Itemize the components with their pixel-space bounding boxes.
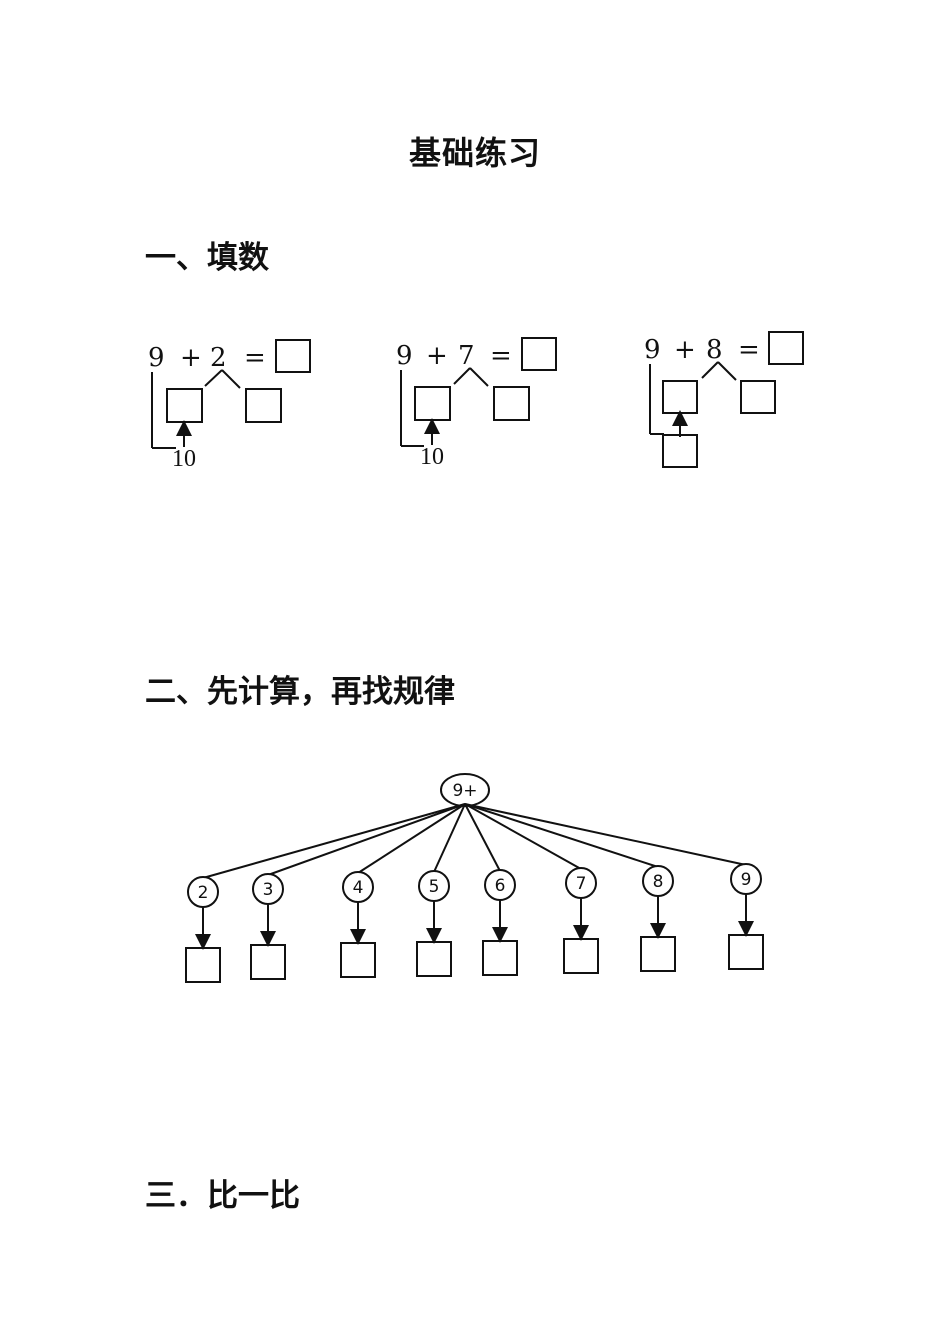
- problem-1-ten-label: 10: [172, 446, 196, 472]
- tree-node-label-4: 4: [353, 878, 364, 898]
- problem-3-split-right: [717, 361, 737, 381]
- tree-branch-5: [433, 803, 466, 873]
- tree-root-label: 9+: [452, 781, 477, 801]
- problem-1-addend-a: 9: [148, 343, 165, 373]
- tree-node-label-6: 6: [495, 876, 506, 896]
- problem-1-equals: =: [244, 343, 266, 373]
- problem-3-operator: +: [674, 335, 696, 365]
- problem-2: 9 + 7 = 10: [396, 337, 557, 470]
- problem-2-split-left: [453, 367, 471, 385]
- problem-3: 9 + 8 =: [644, 331, 804, 468]
- tree-answer-box-5[interactable]: [416, 941, 452, 977]
- tree-branch-6: [464, 803, 501, 872]
- problem-3-split-box-left[interactable]: [662, 380, 698, 414]
- problem-2-addend-b: 7: [458, 341, 475, 371]
- tree-node-label-2: 2: [198, 883, 209, 903]
- tree-branch-4: [357, 803, 466, 874]
- page-title: 基础练习: [408, 134, 541, 172]
- problem-1-split-box-left[interactable]: [166, 388, 203, 423]
- tree-answer-box-2[interactable]: [185, 947, 221, 983]
- problem-2-ten-label: 10: [420, 444, 444, 470]
- tree-node-label-7: 7: [576, 874, 587, 894]
- problem-3-split-box-right[interactable]: [740, 380, 776, 414]
- tree-answer-box-9[interactable]: [728, 934, 764, 970]
- problem-3-addend-b: 8: [706, 335, 723, 365]
- problem-2-split-box-right[interactable]: [493, 386, 530, 421]
- tree-answer-box-4[interactable]: [340, 942, 376, 978]
- tree-node-label-3: 3: [263, 880, 274, 900]
- problem-2-split-right: [469, 367, 489, 387]
- problem-1: 9 + 2 = 10: [148, 339, 311, 472]
- problem-3-equals: =: [738, 335, 760, 365]
- problem-3-answer-box[interactable]: [768, 331, 804, 365]
- tree-node-label-9: 9: [741, 870, 752, 890]
- tree-node-label-5: 5: [429, 877, 440, 897]
- problem-3-split-left: [701, 361, 719, 379]
- problem-3-ten-box[interactable]: [662, 434, 698, 468]
- problem-2-addend-a: 9: [396, 341, 413, 371]
- problem-1-answer-box[interactable]: [275, 339, 311, 373]
- problem-1-addend-b: 2: [210, 343, 227, 373]
- tree-branch-3: [267, 803, 466, 876]
- section-heading-fill-numbers: 一、填数: [145, 240, 269, 276]
- pattern-tree: 9+ 2 3 4 5 6 7 8 9: [185, 773, 764, 983]
- problem-1-split-right: [221, 369, 241, 389]
- tree-branch-9: [464, 803, 747, 866]
- problem-1-split-box-right[interactable]: [245, 388, 282, 423]
- section-heading-calculate-pattern: 二、先计算，再找规律: [145, 674, 455, 710]
- tree-answer-box-3[interactable]: [250, 944, 286, 980]
- tree-branch-8: [464, 803, 659, 868]
- problem-2-answer-box[interactable]: [521, 337, 557, 371]
- tree-answer-box-8[interactable]: [640, 936, 676, 972]
- tree-answer-box-6[interactable]: [482, 940, 518, 976]
- problem-2-split-box-left[interactable]: [414, 386, 451, 421]
- problem-1-operator: +: [180, 343, 202, 373]
- problem-2-operator: +: [426, 341, 448, 371]
- tree-node-label-8: 8: [653, 872, 664, 892]
- tree-branch-7: [464, 803, 582, 870]
- section-heading-compare: 三．比一比: [145, 1178, 300, 1214]
- tree-branch-2: [202, 803, 466, 879]
- tree-answer-box-7[interactable]: [563, 938, 599, 974]
- problem-3-addend-a: 9: [644, 335, 661, 365]
- problem-2-equals: =: [490, 341, 512, 371]
- problem-1-split-left: [204, 369, 223, 387]
